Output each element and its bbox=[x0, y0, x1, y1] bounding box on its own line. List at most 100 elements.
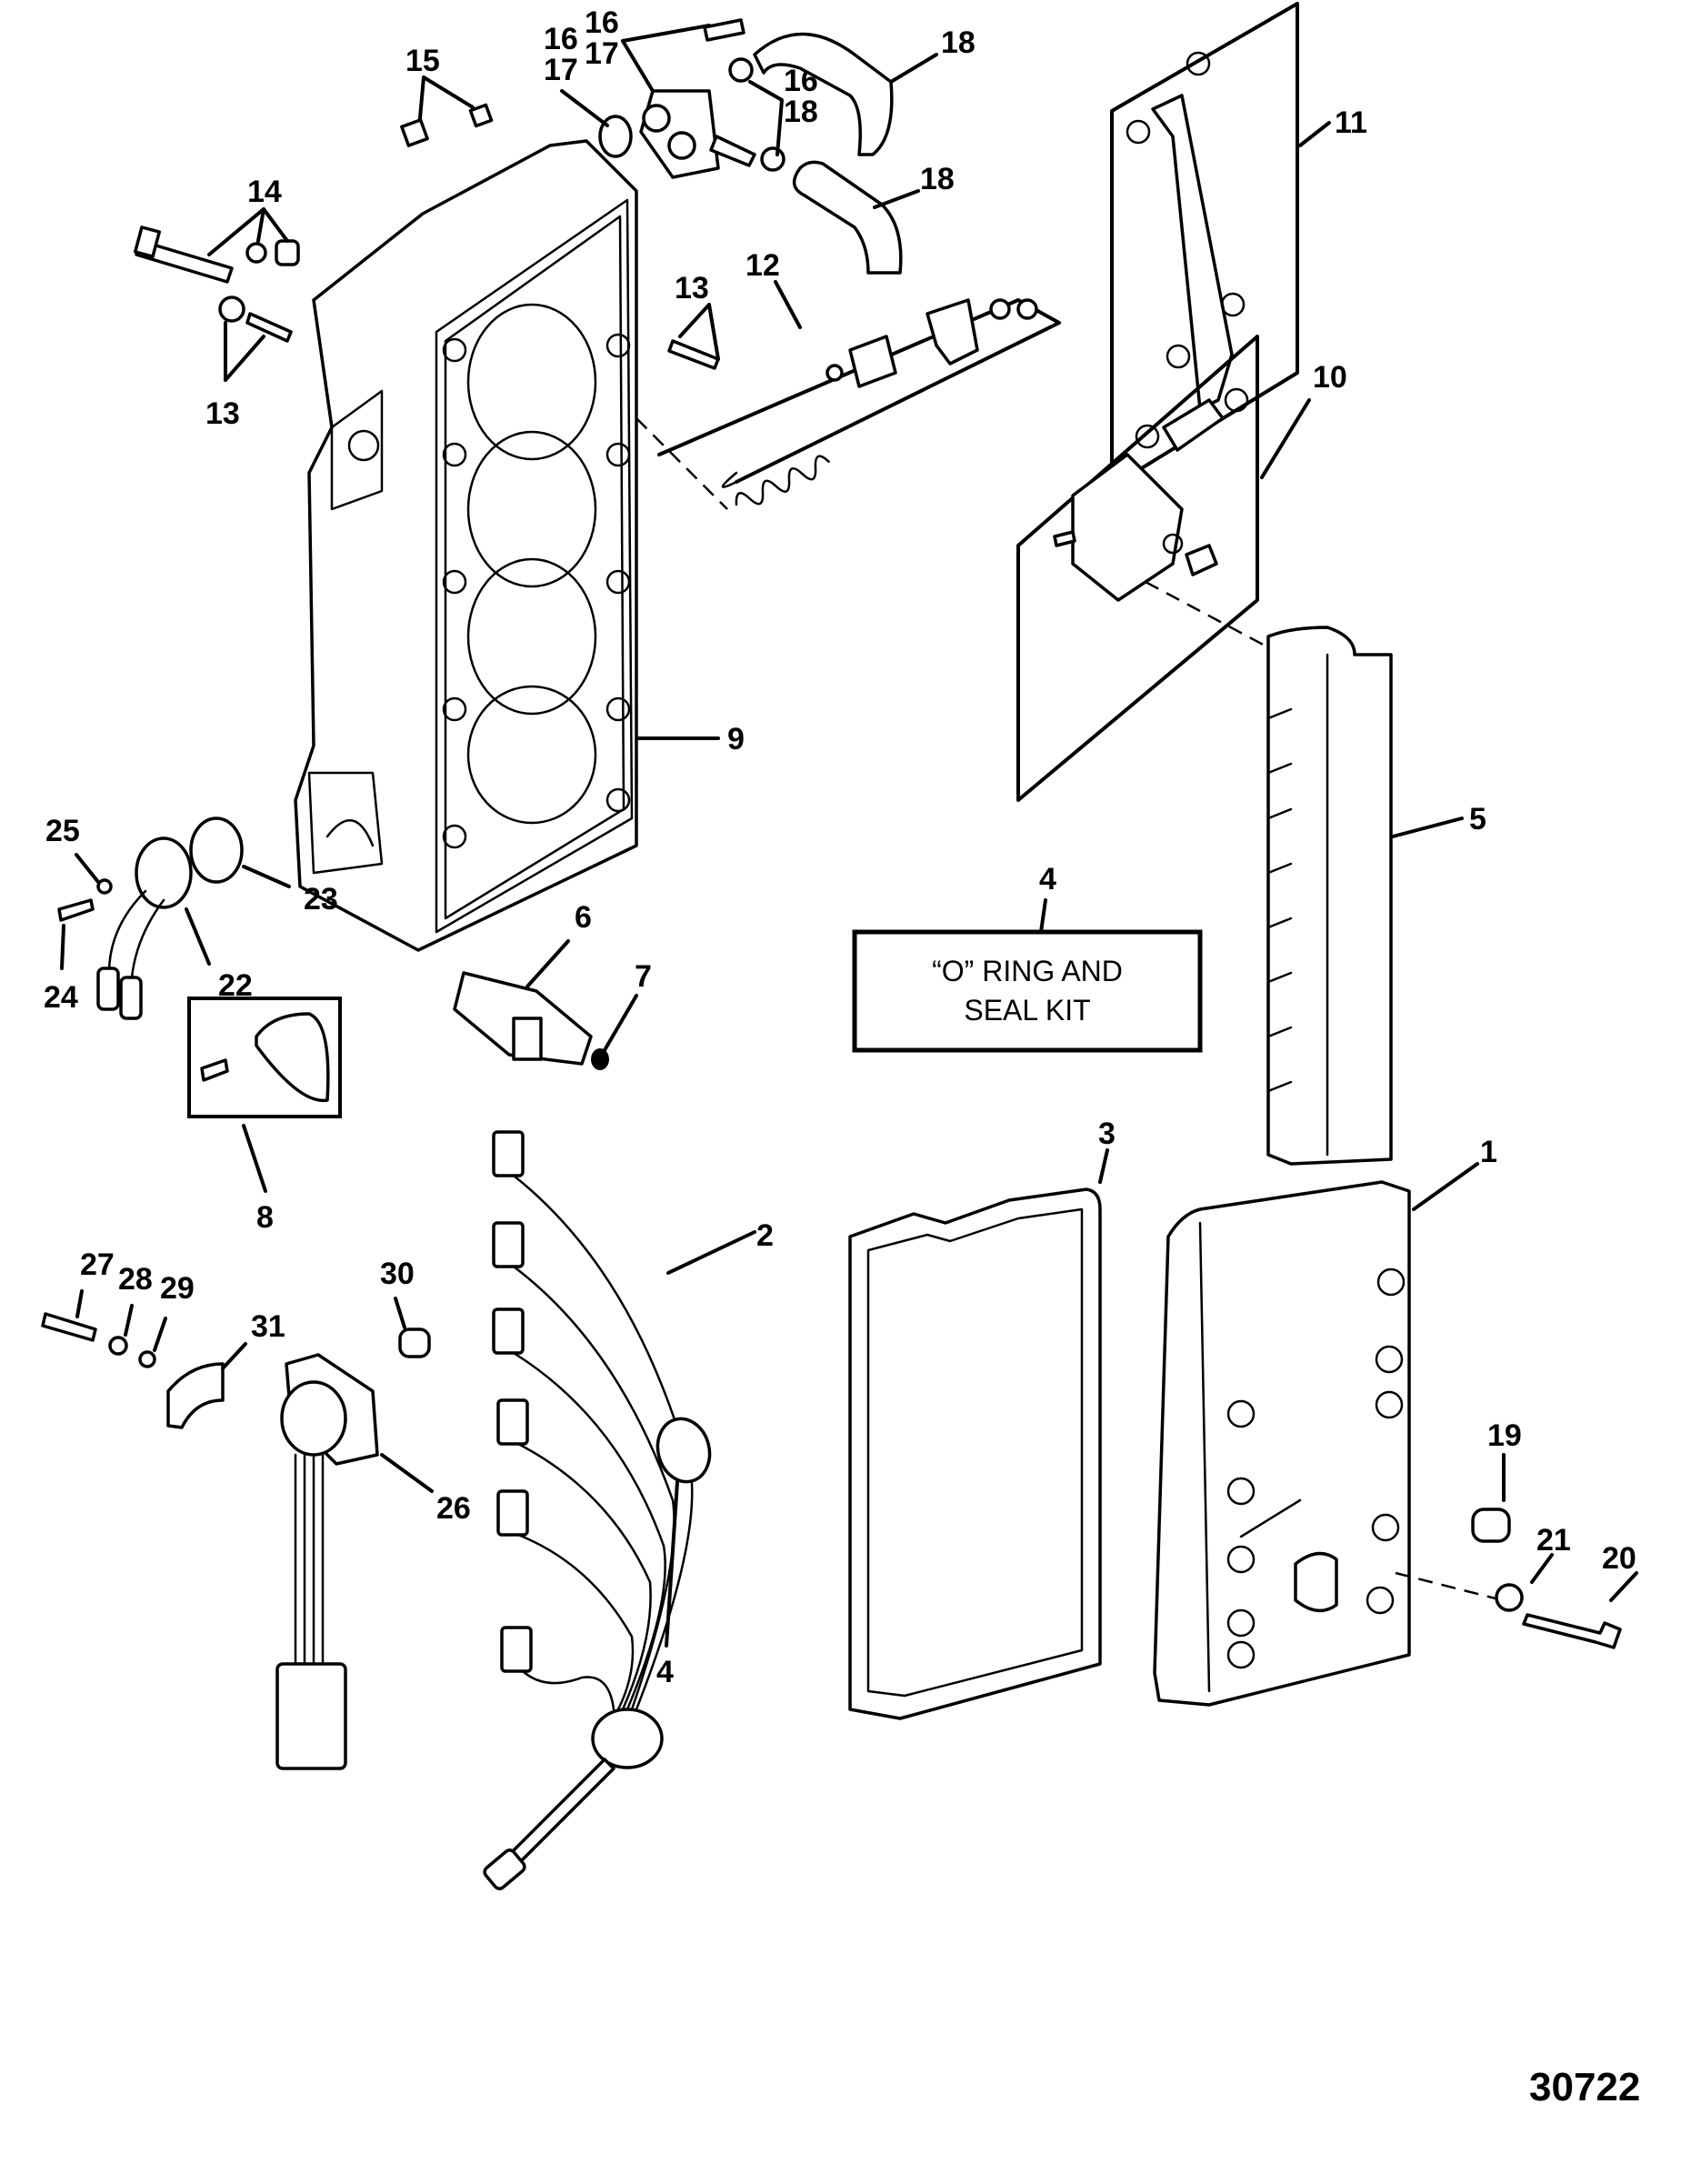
dash-10-to-5 bbox=[1145, 580, 1283, 656]
dash-12-to-9 bbox=[635, 417, 728, 510]
callout-3: 3 bbox=[1098, 1117, 1116, 1151]
part-19-grommet bbox=[1471, 1508, 1511, 1543]
part-11-link-arm-kit bbox=[1110, 2, 1299, 488]
part-28-lockwasher bbox=[108, 1336, 128, 1356]
callout-5: 5 bbox=[1469, 802, 1486, 837]
kit-box-line-2: SEAL KIT bbox=[964, 994, 1090, 1027]
callout-16-18-bottom: 18 bbox=[784, 95, 818, 129]
callout-23: 23 bbox=[304, 882, 338, 917]
callout-30: 30 bbox=[380, 1257, 415, 1291]
part-14-bolt-set bbox=[133, 225, 300, 284]
leader-23 bbox=[242, 865, 291, 888]
part-26-throttle-position-sensor bbox=[275, 1353, 379, 1770]
part-23-oring bbox=[189, 816, 244, 884]
callout-19: 19 bbox=[1487, 1418, 1522, 1453]
part-20-bolt bbox=[1522, 1613, 1622, 1649]
leader-24 bbox=[60, 924, 65, 970]
part-16-fitting-assembly bbox=[639, 18, 785, 179]
leader-25 bbox=[75, 853, 100, 884]
part-9-plenum-housing bbox=[294, 139, 638, 952]
part-25-washer bbox=[96, 878, 113, 895]
leader-2 bbox=[666, 1230, 756, 1275]
callout-7: 7 bbox=[635, 959, 652, 994]
part-24-screw bbox=[57, 898, 95, 922]
figure-number: 30722 bbox=[1529, 2065, 1640, 2109]
leader-4-kit bbox=[1039, 898, 1047, 934]
part-4-plug bbox=[655, 1417, 712, 1484]
callout-9: 9 bbox=[727, 722, 745, 756]
leader-30 bbox=[394, 1297, 406, 1329]
leader-21 bbox=[1530, 1553, 1554, 1584]
part-3-gasket bbox=[848, 1187, 1102, 1720]
leader-3 bbox=[1098, 1148, 1109, 1184]
dash-cover-to-washer bbox=[1395, 1571, 1496, 1600]
leader-18-lower bbox=[873, 189, 920, 209]
part-6-fuel-injector bbox=[453, 971, 593, 1066]
leader-5 bbox=[1391, 816, 1464, 838]
part-18-hose-lower bbox=[792, 160, 903, 275]
part-5-fuel-rail bbox=[1266, 626, 1393, 1166]
leader-4-bottom bbox=[665, 1480, 679, 1648]
callout-11: 11 bbox=[1335, 105, 1367, 140]
callout-24: 24 bbox=[44, 980, 78, 1015]
callout-4-bottom: 4 bbox=[656, 1655, 674, 1689]
leader-1 bbox=[1412, 1162, 1479, 1211]
callout-13-mid: 13 bbox=[675, 271, 709, 306]
callout-10: 10 bbox=[1313, 360, 1347, 395]
part-13-nut-stud-left bbox=[218, 296, 293, 343]
leader-11 bbox=[1298, 121, 1331, 147]
leader-16-17-a bbox=[560, 89, 609, 127]
leader-10 bbox=[1260, 398, 1311, 479]
leader-7 bbox=[603, 994, 638, 1052]
leader-16-17-b bbox=[621, 24, 711, 93]
part-15-fittings bbox=[400, 103, 494, 147]
callout-18-upper: 18 bbox=[941, 25, 976, 60]
leader-18-upper bbox=[889, 53, 938, 84]
kit-box-line-1: “O” RING AND bbox=[932, 955, 1123, 987]
part-30-grommet bbox=[398, 1327, 431, 1358]
part-10-valve-kit bbox=[1016, 335, 1259, 802]
part-22-sensor bbox=[96, 837, 193, 1020]
callout-8: 8 bbox=[256, 1200, 274, 1235]
callout-14: 14 bbox=[247, 175, 282, 209]
part-29-washer bbox=[138, 1350, 156, 1368]
callout-15: 15 bbox=[405, 44, 440, 78]
leader-22 bbox=[185, 907, 211, 966]
callout-28: 28 bbox=[118, 1262, 153, 1297]
part-27-screw bbox=[41, 1312, 97, 1342]
leader-15 bbox=[418, 75, 475, 120]
callout-27: 27 bbox=[80, 1247, 115, 1282]
part-7-oring bbox=[591, 1048, 609, 1070]
leader-31 bbox=[221, 1342, 247, 1370]
leader-13-left bbox=[224, 321, 265, 382]
leader-14 bbox=[207, 207, 289, 256]
part-13-stud-mid bbox=[667, 339, 720, 370]
leader-29 bbox=[153, 1317, 167, 1352]
part-8-cover-plate-kit bbox=[187, 997, 342, 1118]
part-12-linkage-kit bbox=[657, 298, 1061, 506]
callout-16-17-a-bottom: 17 bbox=[544, 53, 578, 87]
callout-25: 25 bbox=[45, 814, 80, 848]
callout-21: 21 bbox=[1536, 1523, 1571, 1558]
oring-seal-kit-box: “O” RING AND SEAL KIT bbox=[852, 929, 1203, 1053]
leader-12 bbox=[774, 280, 802, 329]
part-1-cover bbox=[1153, 1180, 1411, 1707]
leader-27 bbox=[75, 1289, 84, 1318]
part-21-washer bbox=[1495, 1583, 1524, 1612]
callout-1: 1 bbox=[1480, 1135, 1497, 1169]
callout-13-left: 13 bbox=[205, 396, 240, 431]
part-18-hose-upper bbox=[753, 32, 894, 156]
callout-26: 26 bbox=[436, 1491, 471, 1526]
leader-6 bbox=[525, 939, 570, 988]
callout-31: 31 bbox=[251, 1309, 285, 1344]
leader-13-mid bbox=[678, 303, 720, 361]
callout-4-kit: 4 bbox=[1039, 862, 1056, 897]
leader-16-18 bbox=[748, 80, 784, 156]
callout-20: 20 bbox=[1602, 1541, 1636, 1576]
leader-8 bbox=[242, 1124, 267, 1193]
part-31-bracket bbox=[166, 1362, 225, 1429]
callout-12: 12 bbox=[745, 248, 780, 283]
leader-26 bbox=[380, 1453, 434, 1493]
part-2-wiring-harness bbox=[483, 1130, 694, 1890]
